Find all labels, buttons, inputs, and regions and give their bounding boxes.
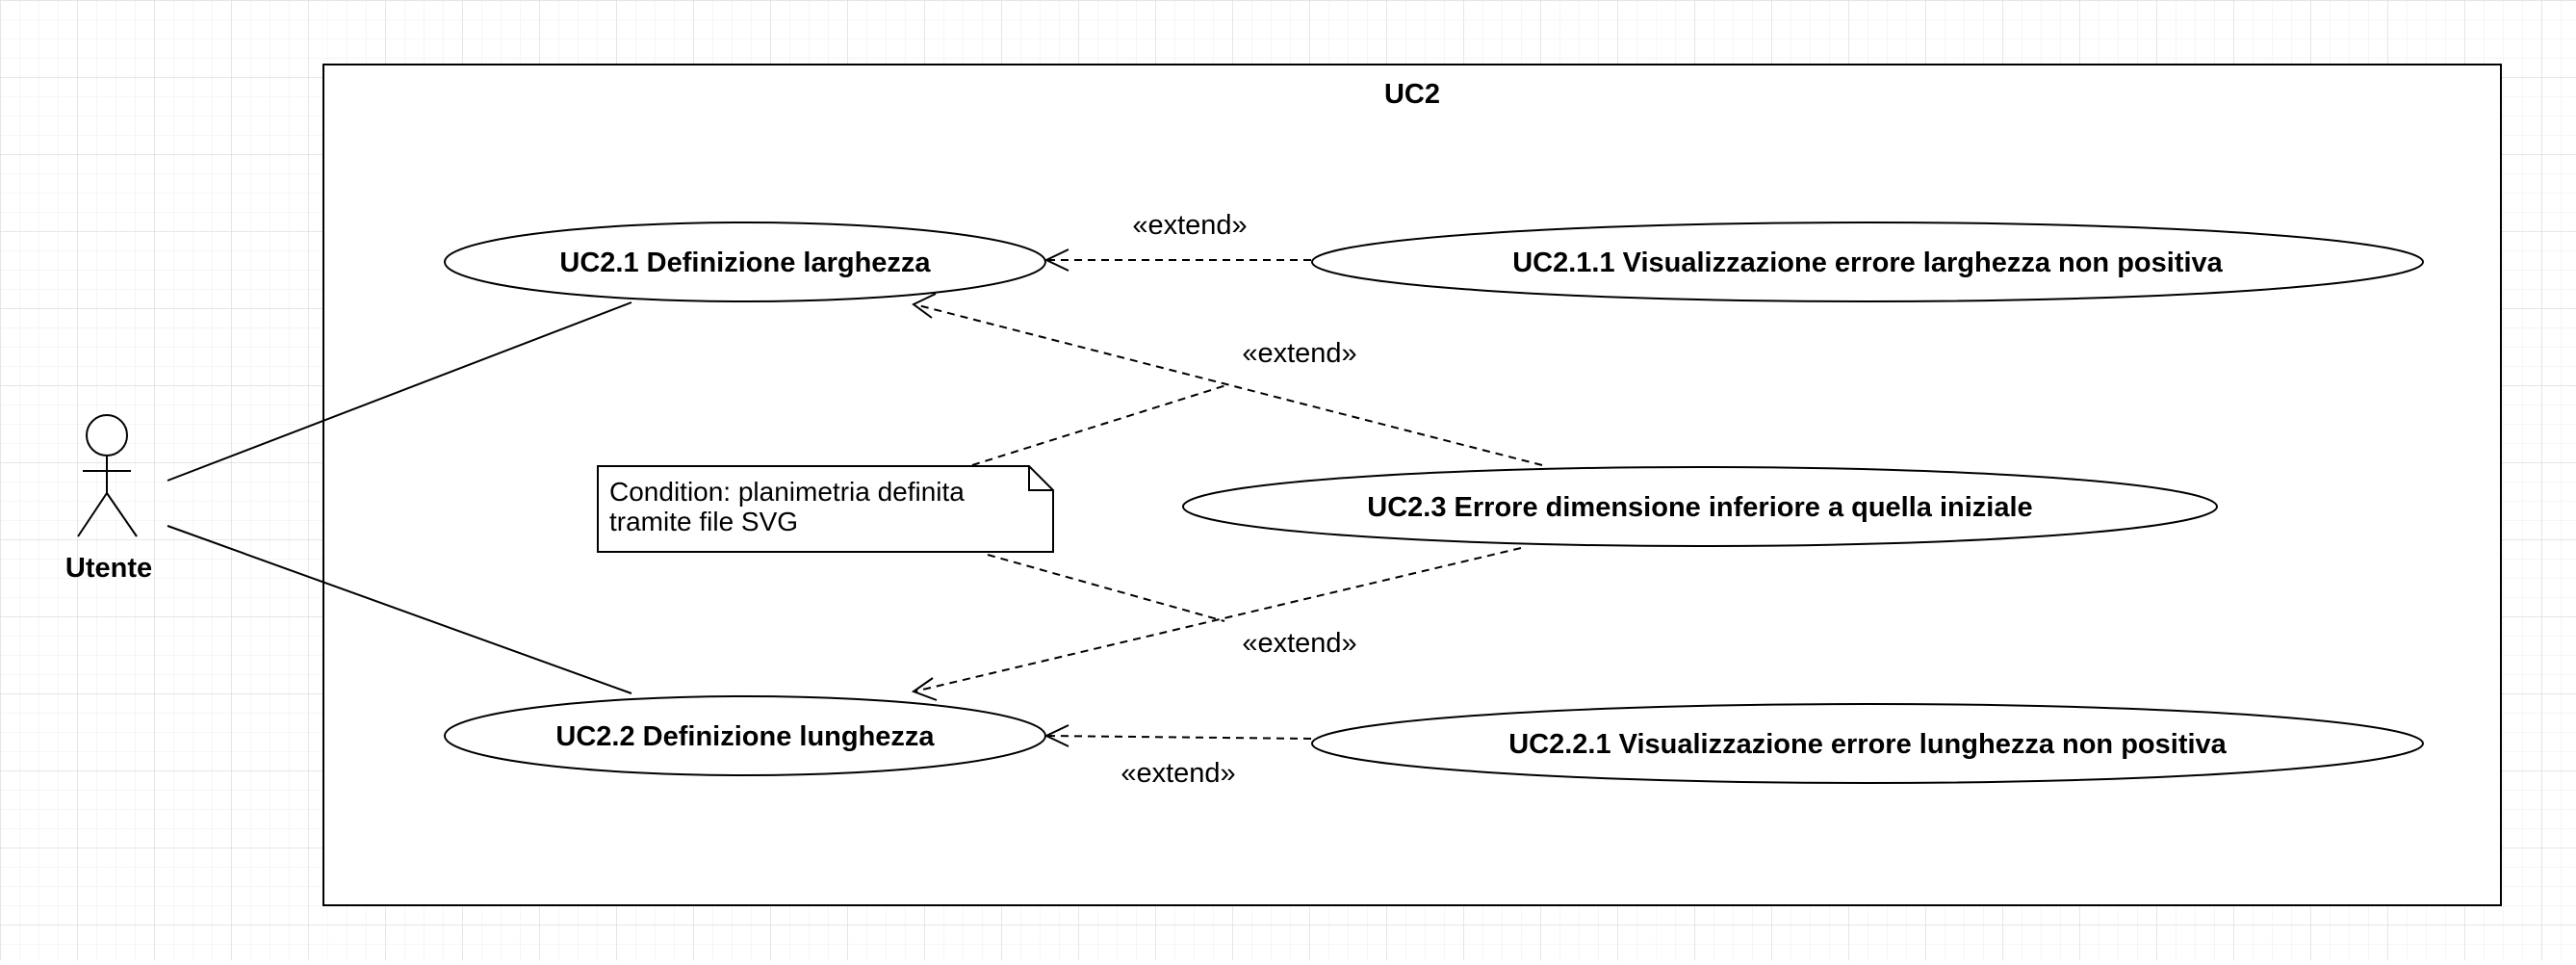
extend-relation-uc2-3-to-uc2-2[interactable] <box>911 547 1522 701</box>
use-case-uc2-2-1[interactable]: UC2.2.1 Visualizzazione errore lunghezza… <box>1311 703 2424 784</box>
open-arrowhead-icon <box>912 293 937 319</box>
stick-figure-icon <box>77 414 138 537</box>
use-case-uc2-2[interactable]: UC2.2 Definizione lunghezza <box>444 695 1046 776</box>
note-anchor-line-lower <box>987 554 1225 622</box>
system-title: UC2 <box>1384 79 1440 110</box>
extend-relation-uc2-1-1[interactable] <box>1043 248 1311 272</box>
extend-relation-uc2-3-to-uc2-1[interactable] <box>912 293 1543 466</box>
actor-label: Utente <box>65 553 152 584</box>
association-line-uc2-1[interactable] <box>167 301 632 482</box>
use-case-uc2-1[interactable]: UC2.1 Definizione larghezza <box>444 222 1046 302</box>
extend-label-uc2-2-1: «extend» <box>1121 758 1235 789</box>
note-shape <box>597 465 1054 553</box>
use-case-uc2-1-1[interactable]: UC2.1.1 Visualizzazione errore larghezza… <box>1311 222 2424 302</box>
association-line-uc2-2[interactable] <box>167 525 632 694</box>
extend-label-uc2-3-to-uc2-2: «extend» <box>1242 628 1356 659</box>
note-fold-icon <box>1028 466 1053 491</box>
use-case-label-uc2-2-1: UC2.2.1 Visualizzazione errore lunghezza… <box>1508 729 2227 760</box>
use-case-label-uc2-2: UC2.2 Definizione lunghezza <box>555 721 935 752</box>
note-text-line-1: Condition: planimetria definita <box>609 477 965 507</box>
use-case-label-uc2-3: UC2.3 Errore dimensione inferiore a quel… <box>1367 492 2032 523</box>
condition-note[interactable]: Condition: planimetria definita tramite … <box>597 465 1054 553</box>
use-case-uc2-3[interactable]: UC2.3 Errore dimensione inferiore a quel… <box>1182 466 2218 547</box>
open-arrowhead-icon <box>1043 248 1069 272</box>
use-case-label-uc2-1: UC2.1 Definizione larghezza <box>559 248 931 278</box>
open-arrowhead-icon <box>911 677 938 701</box>
actor-utente[interactable]: Utente <box>65 414 152 584</box>
use-case-label-uc2-1-1: UC2.1.1 Visualizzazione errore larghezza… <box>1512 248 2223 278</box>
extend-label-uc2-3-to-uc2-1: «extend» <box>1242 338 1356 369</box>
extend-label-uc2-1-1: «extend» <box>1132 210 1247 241</box>
note-anchor-line-upper <box>971 384 1227 466</box>
note-text-line-2: tramite file SVG <box>609 507 798 536</box>
